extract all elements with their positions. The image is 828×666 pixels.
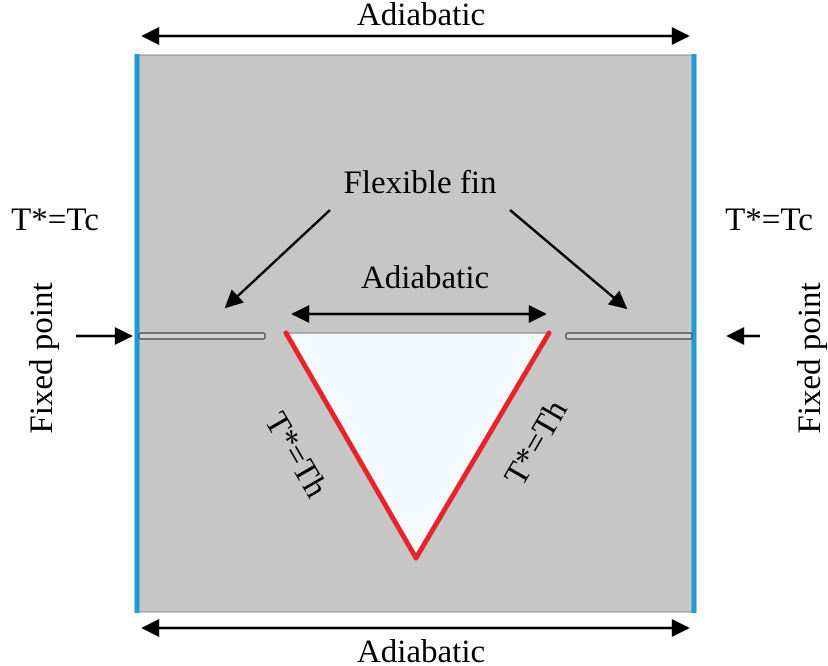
inner-adiabatic-label: Adiabatic (361, 260, 489, 296)
flexible-fin-label: Flexible fin (343, 165, 496, 201)
fin-arrow-right (509, 209, 628, 310)
hot-triangle (286, 333, 549, 558)
top-adiabatic-label: Adiabatic (357, 0, 485, 33)
fin-arrow-left (224, 209, 331, 309)
right-fixed-point-label: Fixed point (792, 282, 828, 433)
right-flexible-fin (565, 332, 693, 340)
left-temp-label: T*=Tc (11, 202, 99, 238)
right-temp-label: T*=Tc (725, 202, 813, 238)
hot-wall (283, 330, 552, 561)
left-flexible-fin (138, 332, 266, 340)
left-fixed-point-label: Fixed point (24, 282, 60, 433)
bottom-adiabatic-label: Adiabatic (357, 634, 485, 666)
